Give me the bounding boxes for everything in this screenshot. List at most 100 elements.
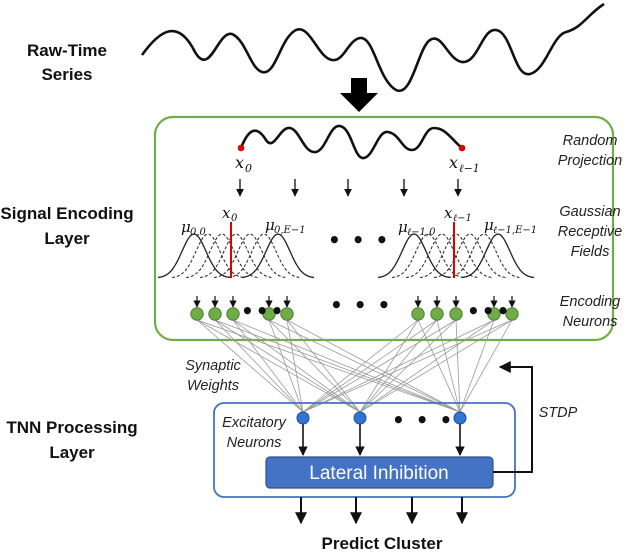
encoding-neuron — [411, 307, 425, 321]
svg-text:Receptive: Receptive — [558, 224, 622, 240]
svg-text:x: x — [235, 153, 244, 172]
stdp-label: STDP — [539, 405, 578, 421]
svg-text:Series: Series — [41, 65, 92, 84]
synapse-line — [196, 319, 361, 413]
synapse-line — [302, 319, 513, 413]
synapse-line — [268, 319, 461, 413]
gaussian-fields-left — [157, 233, 315, 279]
encoding-neuron — [449, 307, 463, 321]
xl-gauss-label: x ℓ−1 — [444, 204, 472, 224]
synapse-line — [302, 319, 495, 413]
encoding-neuron — [262, 307, 276, 321]
svg-text:0,0: 0,0 — [190, 227, 207, 238]
svg-text:x: x — [444, 204, 453, 222]
svg-text:0,E−1: 0,E−1 — [274, 225, 306, 236]
synapse-line — [268, 319, 361, 413]
svg-text:Raw-Time: Raw-Time — [27, 41, 107, 60]
mu-l0-label: μ ℓ−1,0 — [398, 218, 436, 238]
svg-text:Weights: Weights — [187, 378, 239, 394]
encoding-neuron — [505, 307, 519, 321]
svg-text:ℓ−1: ℓ−1 — [459, 162, 480, 175]
synapse-line — [232, 319, 361, 413]
encoding-neuron — [208, 307, 222, 321]
xl-point — [458, 144, 466, 152]
svg-text:Layer: Layer — [49, 443, 95, 462]
stdp-feedback-arrow — [493, 361, 533, 473]
synapse-line — [286, 319, 361, 413]
svg-text:μ: μ — [181, 218, 191, 236]
predict-cluster-label: Predict Cluster — [322, 534, 443, 553]
synapse-line — [214, 319, 304, 413]
gaussian-curve — [447, 233, 521, 278]
gaussian-curve — [227, 233, 301, 278]
gaussian-ellipsis: • • • — [328, 228, 390, 252]
excitatory-neurons-label: Excitatory Neurons — [222, 415, 286, 451]
raw-series-label: Raw-Time Series — [27, 41, 107, 84]
signal-encoding-box — [153, 115, 615, 342]
encoding-neuron — [487, 307, 501, 321]
encoding-dots-left: ••• — [241, 299, 285, 323]
svg-text:x: x — [449, 153, 458, 172]
excitatory-neuron — [296, 411, 310, 425]
svg-text:Neurons: Neurons — [227, 435, 282, 451]
projection-arrows — [236, 179, 462, 197]
signal-encoding-layer-label: Signal Encoding Layer — [0, 204, 133, 248]
synapse-line — [196, 319, 304, 413]
synapse-line — [359, 319, 513, 413]
gaussian-curve — [241, 233, 315, 279]
encoding-neuron — [190, 307, 204, 321]
svg-text:ℓ−1: ℓ−1 — [453, 213, 472, 224]
tnn-processing-layer-label: TNN Processing Layer — [6, 418, 137, 462]
synapse-line — [286, 319, 461, 413]
encoding-ellipsis-mid: • • • — [330, 293, 392, 317]
mu-0E-label: μ 0,E−1 — [265, 216, 306, 236]
synapse-line — [286, 319, 304, 413]
svg-text:Encoding: Encoding — [560, 294, 620, 310]
svg-text:Synaptic: Synaptic — [185, 358, 241, 374]
synapse-line — [359, 319, 495, 413]
svg-text:Signal Encoding: Signal Encoding — [0, 204, 133, 223]
svg-text:Projection: Projection — [558, 153, 622, 169]
svg-text:Random: Random — [563, 133, 618, 149]
svg-text:x: x — [222, 204, 231, 222]
tnn-processing-box — [213, 402, 516, 498]
svg-text:Excitatory: Excitatory — [222, 415, 286, 431]
projected-signal-wave — [239, 124, 463, 160]
excitatory-neuron — [453, 411, 467, 425]
synapse-line — [359, 319, 419, 413]
gaussian-curve — [185, 233, 259, 278]
encoding-neuron — [280, 307, 294, 321]
excitatory-neurons — [296, 411, 467, 456]
synapse-line — [455, 319, 461, 413]
synapse-line — [459, 319, 513, 413]
synapse-line — [417, 319, 461, 413]
synapse-line — [302, 319, 419, 413]
svg-text:Gaussian: Gaussian — [559, 204, 620, 220]
synapse-line — [268, 319, 304, 413]
gaussian-curve — [433, 233, 507, 278]
encoding-dots-right: ••• — [467, 299, 511, 323]
encoding-neuron — [430, 307, 444, 321]
excitatory-ellipsis: • • • — [392, 408, 454, 432]
svg-text:ℓ−1,E−1: ℓ−1,E−1 — [493, 225, 537, 236]
x0-gauss-label: x 0 — [222, 204, 238, 224]
encoding-neuron — [226, 307, 240, 321]
gaussian-curve — [157, 233, 231, 279]
svg-text:ℓ−1,0: ℓ−1,0 — [407, 227, 436, 238]
x0-label: x 0 — [235, 153, 252, 175]
encoding-input-arrows — [193, 296, 516, 308]
synapse-line — [196, 319, 461, 413]
svg-text:μ: μ — [398, 218, 408, 236]
x0-point — [237, 144, 245, 152]
svg-text:0: 0 — [231, 213, 238, 224]
synapse-line — [302, 319, 438, 413]
synapse-line — [459, 319, 495, 413]
gaussian-curve — [213, 233, 287, 278]
output-arrows — [295, 497, 468, 525]
svg-text:Fields: Fields — [571, 244, 610, 260]
big-down-arrow — [340, 78, 378, 112]
svg-text:μ: μ — [265, 216, 275, 234]
encoding-neurons-label: Encoding Neurons — [560, 294, 620, 330]
synaptic-weights-label: Synaptic Weights — [185, 358, 241, 394]
